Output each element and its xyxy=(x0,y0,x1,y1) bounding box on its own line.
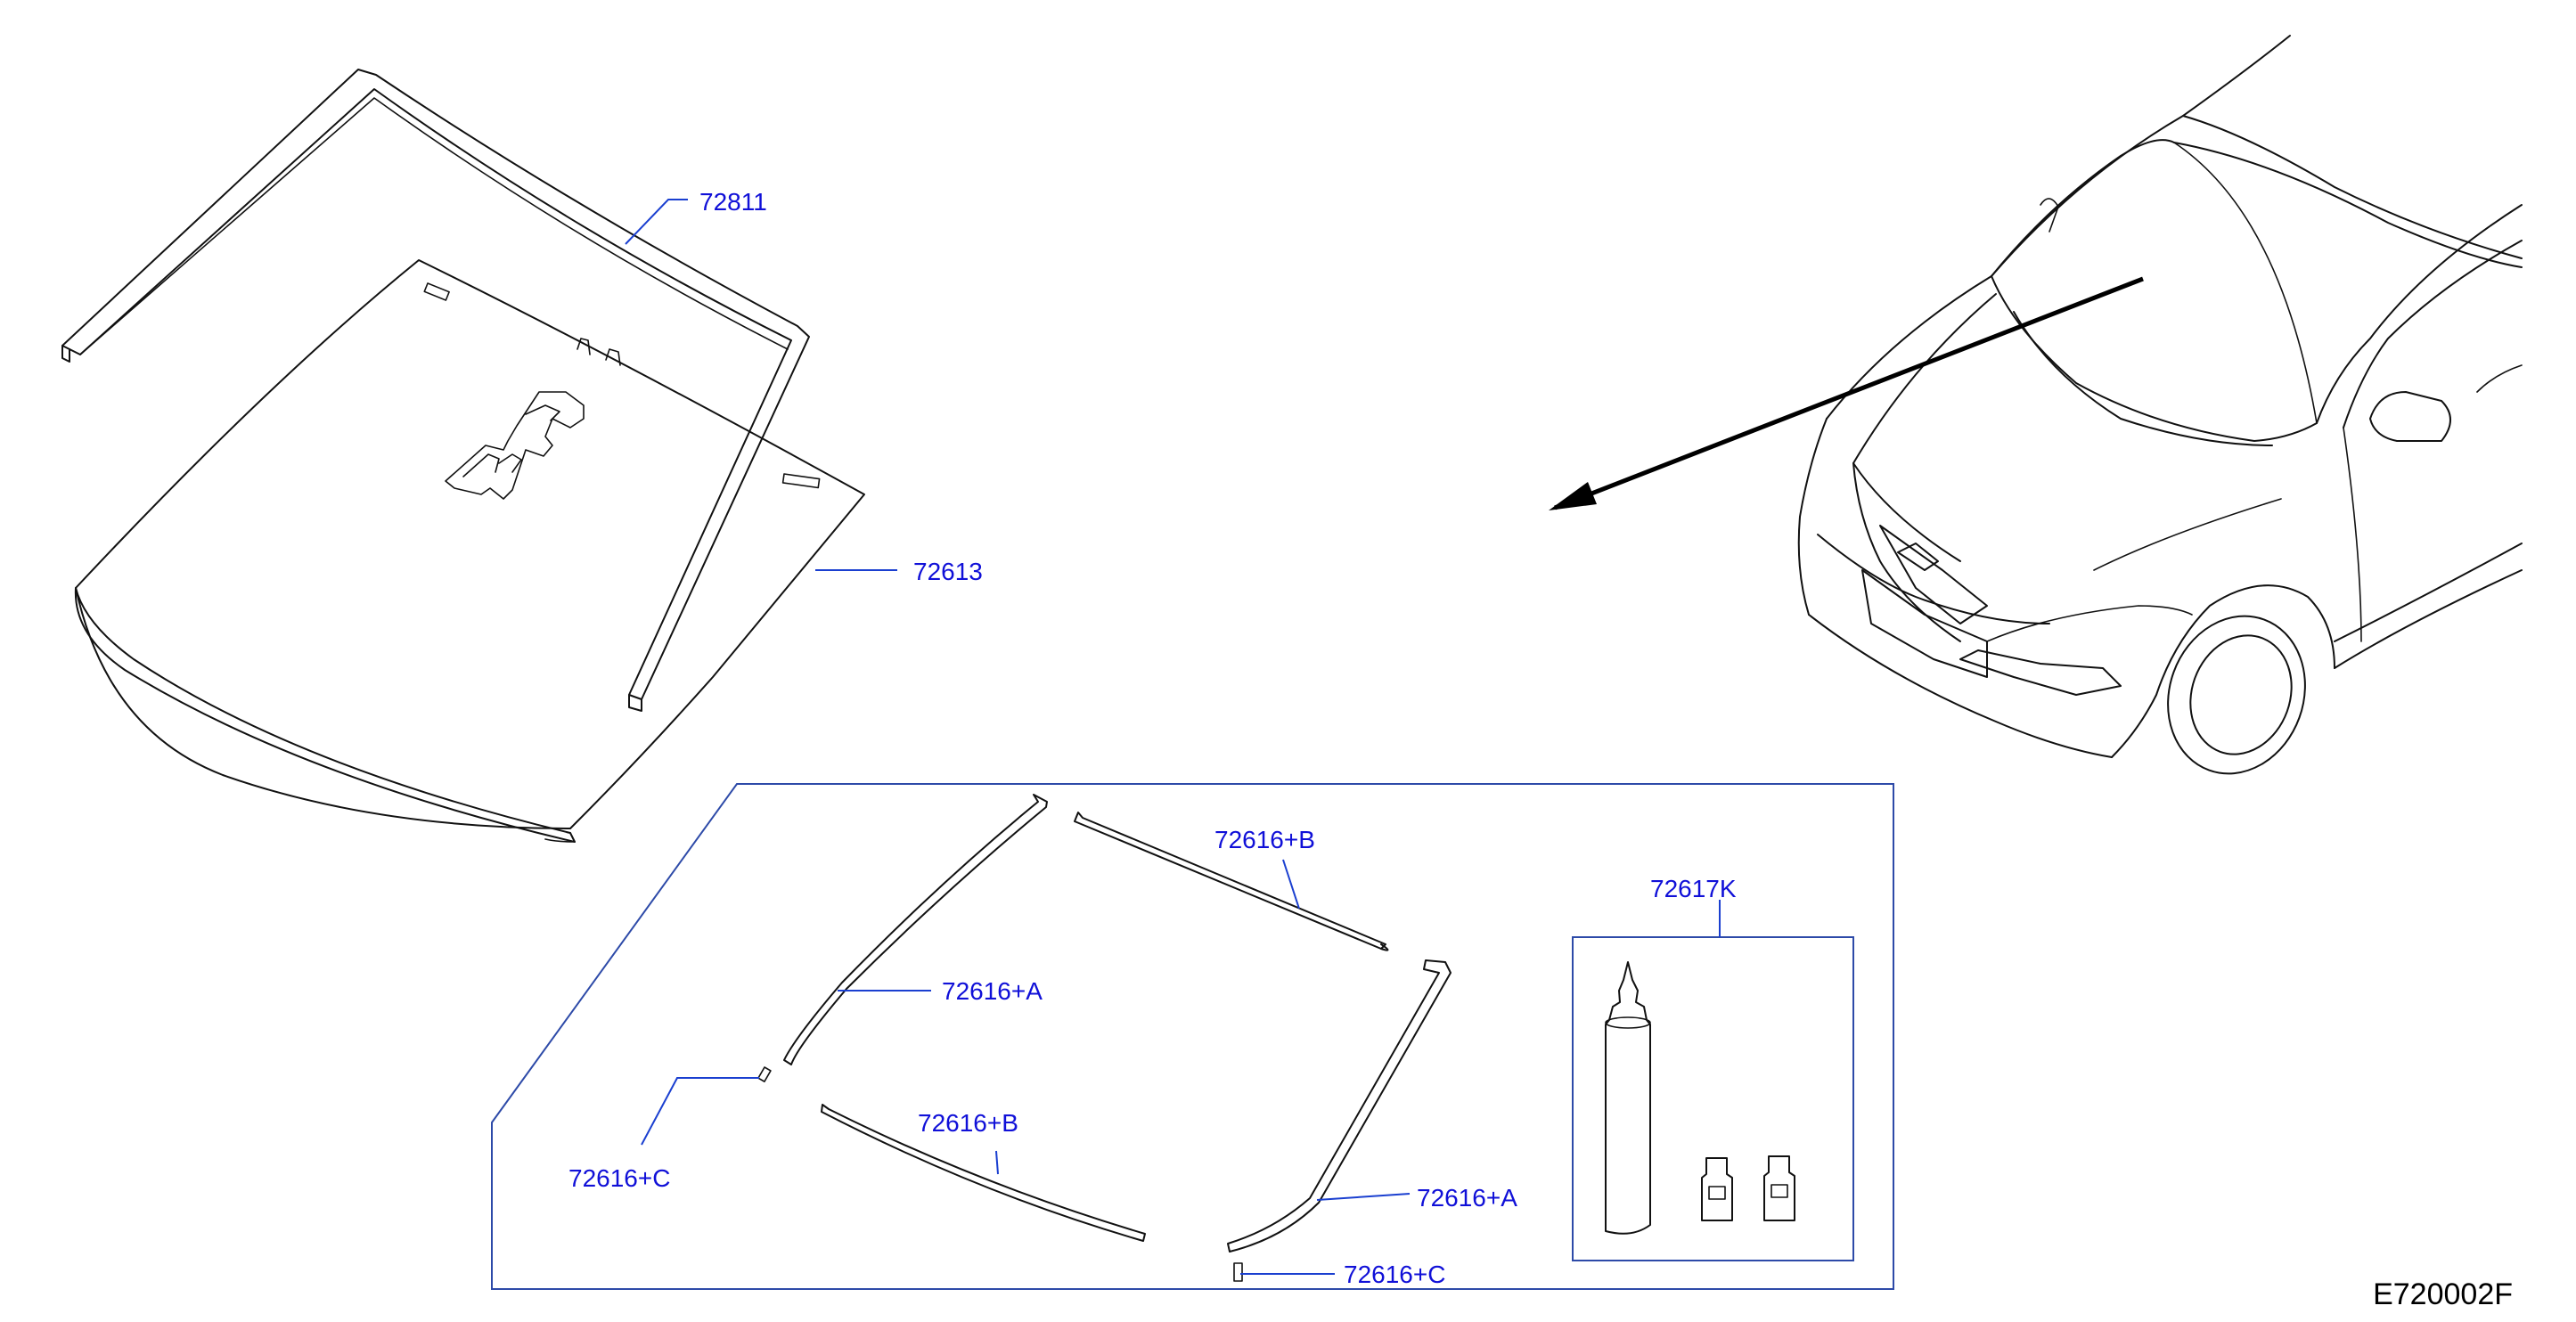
callout-72616-a-left[interactable]: 72616+A xyxy=(942,977,1043,1005)
callout-72811[interactable]: 72811 xyxy=(699,188,767,216)
vehicle-locator xyxy=(1797,35,2523,775)
location-arrow xyxy=(1554,276,2144,510)
callout-72616-c-left[interactable]: 72616+C xyxy=(568,1164,670,1192)
spacer-strips xyxy=(757,794,1452,1282)
callout-72613[interactable]: 72613 xyxy=(913,558,983,585)
diagram-id: E720002F xyxy=(2373,1277,2513,1311)
callout-72616-b-upper[interactable]: 72616+B xyxy=(1214,826,1315,853)
leader-lines xyxy=(625,199,1721,1275)
adhesive-kit xyxy=(1605,961,1795,1235)
windshield-glass xyxy=(74,259,865,843)
callout-72616-c-right[interactable]: 72616+C xyxy=(1344,1261,1445,1288)
callout-72616-a-right[interactable]: 72616+A xyxy=(1417,1184,1517,1212)
adhesive-kit-frame xyxy=(1572,936,1854,1261)
callout-72616-b-lower[interactable]: 72616+B xyxy=(918,1109,1018,1137)
windshield-moulding xyxy=(61,69,810,712)
callout-72617k[interactable]: 72617K xyxy=(1650,875,1737,902)
spacer-kit-frame xyxy=(491,783,1894,1290)
location-arrow-head xyxy=(1549,482,1597,510)
